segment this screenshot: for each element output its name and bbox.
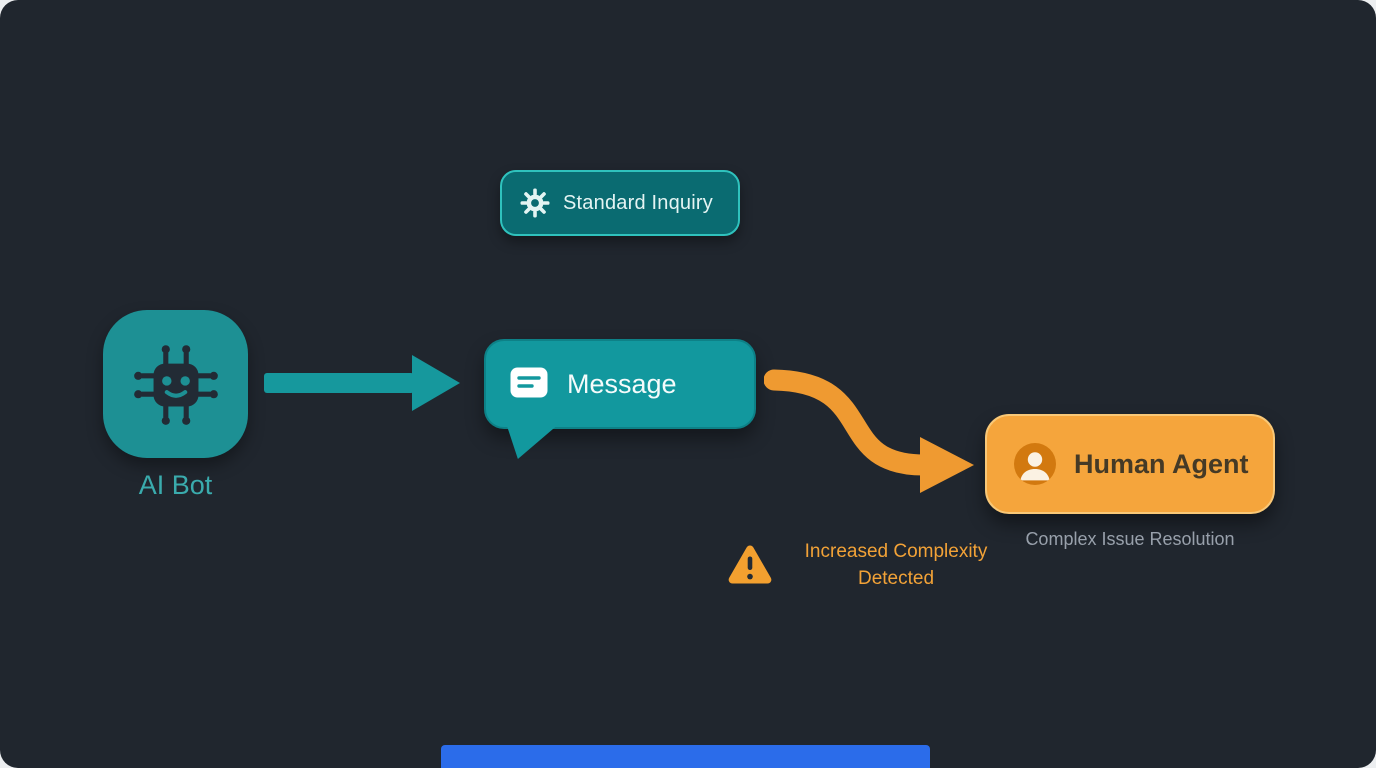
human-agent-subtitle: Complex Issue Resolution <box>1025 529 1235 549</box>
arrow-ai-to-message <box>264 355 460 411</box>
message-bubble-tail <box>506 423 560 459</box>
standard-inquiry-label: Standard Inquiry <box>563 191 713 214</box>
person-icon <box>1014 443 1056 485</box>
node-message: Message <box>484 339 756 459</box>
chat-bubble-icon <box>510 367 548 398</box>
human-agent-label: Human Agent <box>1074 448 1249 479</box>
warning-line2: Detected <box>857 568 935 589</box>
bottom-accent-bar <box>441 745 930 768</box>
ai-bot-label: AI Bot <box>138 470 213 500</box>
warning-triangle-icon <box>728 545 772 584</box>
node-human-agent: Human Agent <box>985 414 1275 514</box>
message-label: Message <box>567 368 677 399</box>
node-standard-inquiry: Standard Inquiry <box>500 170 740 236</box>
arrow-message-to-human-agent <box>764 369 974 493</box>
warning-line1: Increased Complexity <box>804 541 988 562</box>
robot-circuit-icon <box>133 345 218 425</box>
warning-text: Increased Complexity Detected <box>788 538 1004 592</box>
warning-group: Increased Complexity Detected <box>726 538 1004 592</box>
node-ai-bot <box>103 310 248 458</box>
gear-icon <box>520 188 550 218</box>
